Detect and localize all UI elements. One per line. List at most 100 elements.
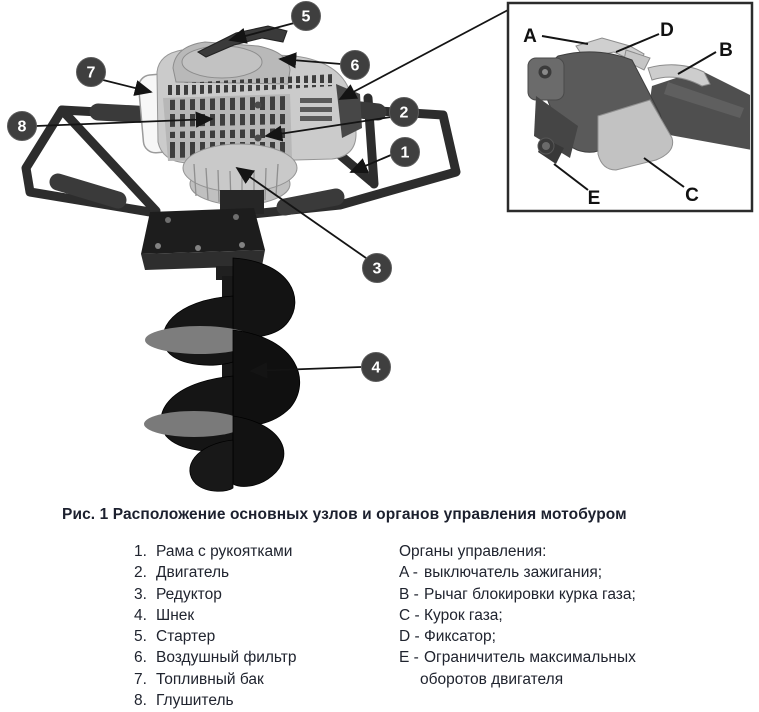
callout-1: 1 <box>390 137 420 167</box>
control-label: Ограничитель максимальных <box>424 649 636 667</box>
inset-letter-A: A <box>523 26 537 47</box>
grip-bottom-left <box>49 173 127 209</box>
control-label: Фиксатор; <box>424 628 496 646</box>
side-vent <box>300 116 332 121</box>
throttle-trigger <box>597 99 674 171</box>
control-key: C - <box>399 606 420 624</box>
auger-flight <box>232 415 285 487</box>
clutch-drum <box>182 143 298 193</box>
callout-6-label: 6 <box>351 58 360 75</box>
flight-highlight <box>145 326 255 354</box>
inset-letters: A D B E C <box>523 20 733 209</box>
line-C <box>643 157 685 188</box>
engine-assembly <box>137 25 362 164</box>
control-label: Рычаг блокировки курка газа; <box>424 585 636 603</box>
grip-bottom-right <box>276 188 345 216</box>
engine-bolt <box>254 134 262 142</box>
inset-letter-B: B <box>719 40 733 61</box>
mount-plate <box>141 208 265 254</box>
callout-4-label: 4 <box>372 360 381 377</box>
side-vent <box>300 98 332 103</box>
engine-vent-row <box>166 74 334 96</box>
control-label: выключатель зажигания; <box>424 564 603 582</box>
part-label: Глушитель <box>156 692 234 710</box>
callout-3-label: 3 <box>373 261 382 278</box>
part-item-7: 7.Топливный бак <box>134 669 296 690</box>
part-num: 7. <box>134 670 147 688</box>
callout-7-label: 7 <box>87 65 96 82</box>
part-label: Рама с рукоятками <box>156 543 293 560</box>
inset-drawing <box>527 37 750 171</box>
figure-caption: Рис. 1 Расположение основных узлов и орг… <box>62 506 627 523</box>
flight-highlight <box>144 411 244 437</box>
handle-tube-highlight <box>664 82 744 118</box>
inset-letter-D: D <box>660 20 674 41</box>
control-item-E-line2: оборотов двигателя <box>420 670 564 688</box>
line-A <box>541 35 589 45</box>
parts-list: 1. Рама с рукоятками 2. Двигатель 3. Редукт… <box>134 541 296 711</box>
plate-bolt <box>155 243 161 249</box>
throttle-lock-lever <box>647 64 711 87</box>
inset-label-lines <box>541 33 717 191</box>
part-item-2: 2. Двигатель <box>134 562 296 583</box>
inset-letter-E: E <box>588 188 601 209</box>
line-B <box>677 51 717 75</box>
control-key: B - <box>399 585 419 603</box>
auger-diagram: 5 6 7 8 2 1 3 <box>7 1 754 492</box>
callout-6: 6 <box>340 50 370 80</box>
side-vent <box>300 107 332 112</box>
muffler-grille-top <box>166 96 289 127</box>
auger-flight <box>232 257 296 338</box>
lock-tab <box>623 49 651 71</box>
limiter-knob-center <box>542 142 550 150</box>
gearbox-mount <box>141 143 298 280</box>
engine-bolt <box>254 101 262 109</box>
callout-2: 2 <box>389 97 419 127</box>
left-frame-brace <box>57 105 161 216</box>
auger-flight <box>232 329 301 427</box>
control-label: Курок газа; <box>424 606 503 624</box>
callout-3: 3 <box>362 253 392 283</box>
part-num: 1. <box>134 543 147 560</box>
recoil-cover <box>181 45 263 79</box>
inset-detail: A D B E C <box>506 1 754 213</box>
handle-boss <box>527 57 565 101</box>
callout-1-label: 1 <box>401 145 410 162</box>
part-num: 4. <box>134 606 147 624</box>
control-key: E - <box>399 649 419 667</box>
plate-bolt <box>233 214 239 220</box>
plate-bolt <box>165 217 171 223</box>
callout-8-label: 8 <box>18 119 27 136</box>
arrow-2 <box>264 116 392 142</box>
control-item-D: D -Фиксатор; <box>399 626 636 647</box>
part-label: Редуктор <box>156 585 222 603</box>
boss-bolt-center <box>542 69 548 75</box>
plate-bolt <box>239 242 245 248</box>
part-item-4: 4.Шнек <box>134 605 296 626</box>
arrow-4 <box>249 362 362 379</box>
callout-5-label: 5 <box>302 9 311 26</box>
plate-bolt <box>195 245 201 251</box>
callout-arrows <box>35 9 509 379</box>
part-item-3: 3. Редуктор <box>134 584 296 605</box>
arrow-7 <box>102 79 153 96</box>
callout-5: 5 <box>291 1 321 31</box>
part-num: 2. <box>134 564 147 582</box>
callout-2-label: 2 <box>400 105 409 122</box>
part-label: Воздушный фильтр <box>156 649 297 667</box>
part-item-5: 5.Стартер <box>134 626 296 647</box>
part-num: 8. <box>134 692 147 710</box>
control-item-C: C -Курок газа; <box>399 605 636 626</box>
auger-flight <box>189 439 234 492</box>
part-num: 5. <box>134 628 147 646</box>
part-num: 3. <box>134 585 147 603</box>
callout-7: 7 <box>76 57 106 87</box>
arrow-5 <box>228 21 299 44</box>
part-label: Двигатель <box>156 564 230 582</box>
arrow-6 <box>278 52 342 69</box>
control-item-E: E - Ограничитель максимальных <box>399 647 636 668</box>
line-E <box>553 163 589 191</box>
part-item-6: 6. Воздушный фильтр <box>134 647 296 668</box>
part-num: 6. <box>134 649 147 667</box>
